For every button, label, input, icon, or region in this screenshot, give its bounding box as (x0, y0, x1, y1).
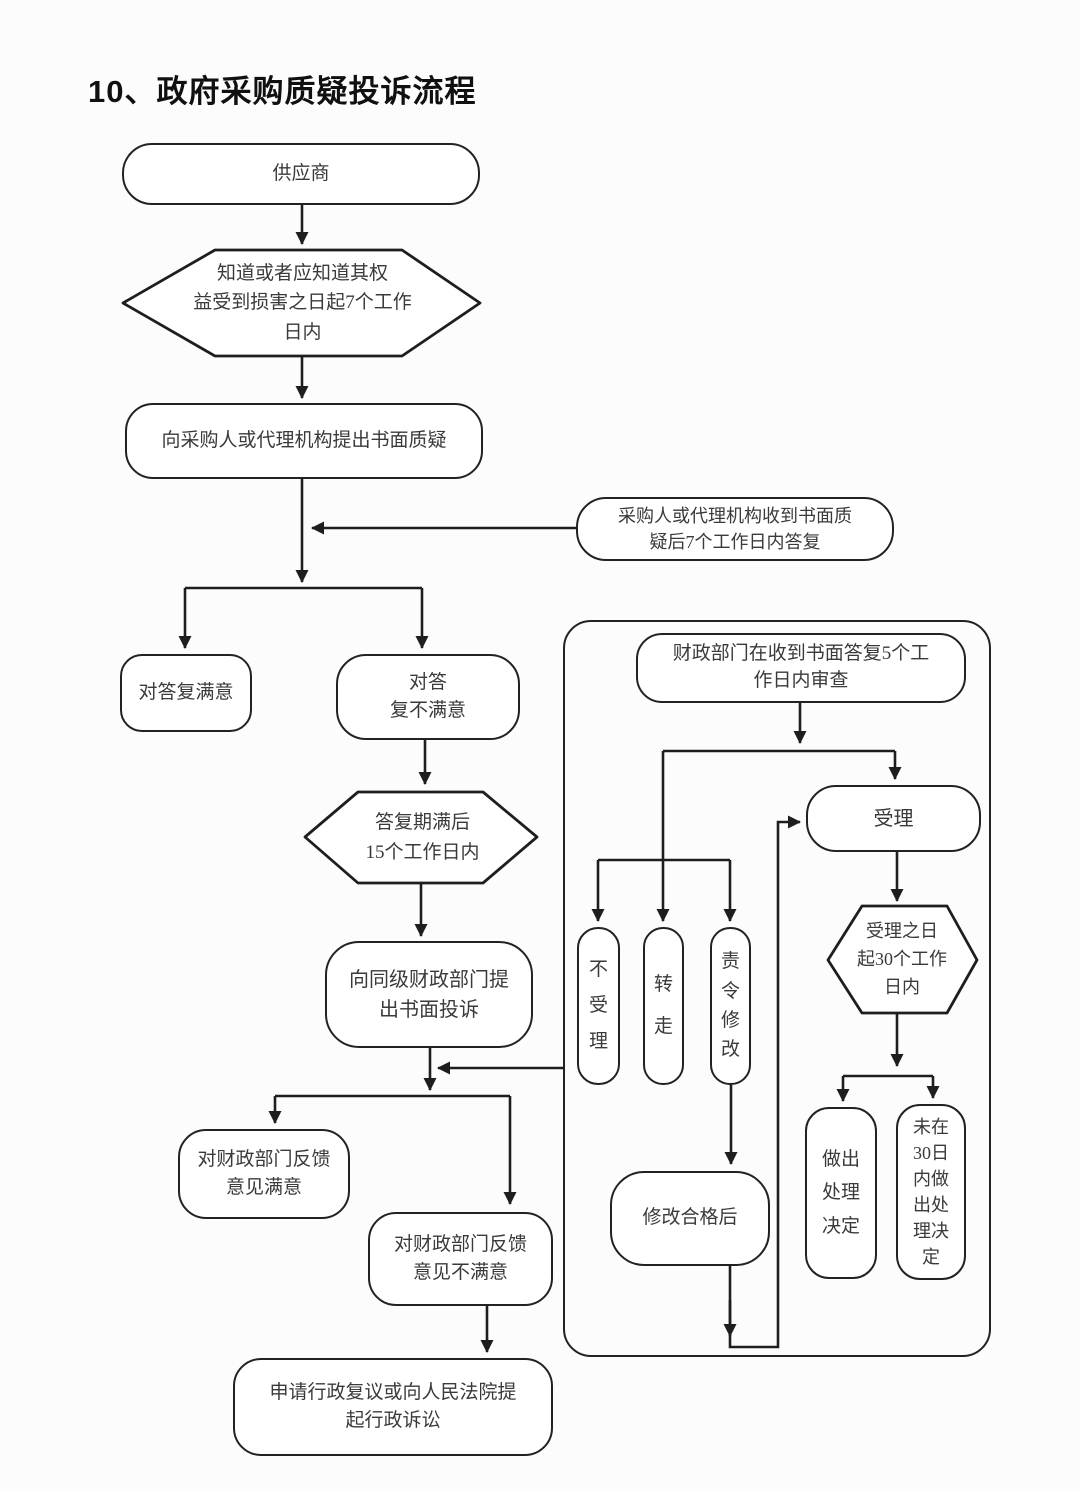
node-feedback-satisfied: 对财政部门反馈 意见满意 (178, 1129, 350, 1219)
node-after-period-label: 答复期满后 15个工作日内 (365, 812, 480, 863)
node-order-modify: 责 令 修 改 (710, 927, 751, 1085)
node-satisfied: 对答复满意 (120, 654, 252, 732)
page-title: 10、政府采购质疑投诉流程 (88, 74, 477, 109)
node-supplier: 供应商 (122, 143, 480, 205)
node-decision: 做出 处理 决定 (805, 1107, 877, 1279)
finance-dept-container-frame (563, 620, 991, 1357)
node-deadline7-label: 知道或者应知道其权 益受到损害之日起7个工作 日内 (193, 262, 412, 343)
node-complaint: 向同级财政部门提 出书面投诉 (325, 941, 533, 1048)
node-transfer: 转 走 (643, 927, 684, 1085)
node-raise-query: 向采购人或代理机构提出书面质疑 (125, 403, 483, 479)
node-feedback-unsatisfied: 对财政部门反馈 意见不满意 (368, 1212, 553, 1306)
node-modify-ok: 修改合格后 (610, 1171, 770, 1266)
node-reply7: 采购人或代理机构收到书面质 疑后7个工作日内答复 (576, 497, 894, 561)
node-lawsuit: 申请行政复议或向人民法院提 起行政诉讼 (233, 1358, 553, 1456)
node-within30-label: 受理之日 起30个工作 日内 (857, 921, 947, 997)
node-unsatisfied: 对答 复不满意 (336, 654, 520, 740)
node-no-decision: 未在 30日 内做 出处 理决 定 (896, 1104, 966, 1280)
node-reject: 不 受 理 (577, 927, 620, 1085)
node-review5: 财政部门在收到书面答复5个工 作日内审查 (636, 633, 966, 703)
node-accept: 受理 (806, 785, 981, 852)
